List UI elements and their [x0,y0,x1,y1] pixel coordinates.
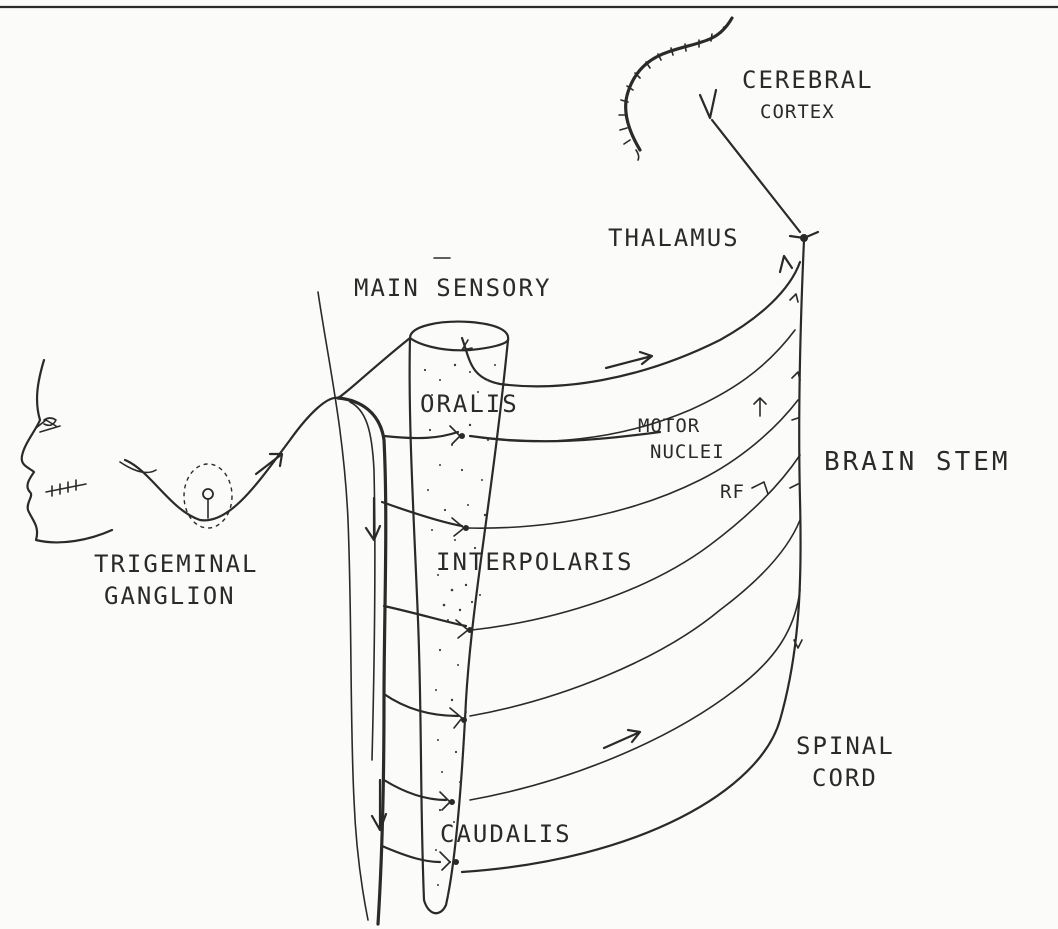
label-main-sensory: MAIN SENSORY [354,274,551,302]
tract-arrow-upper [366,498,380,540]
motor-nuclei-terminal [754,398,766,416]
label-brain-stem: BRAIN STEM [824,447,1011,477]
trigeminal-ganglion-drawing [184,464,232,528]
label-interpolaris: INTERPOLARIS [436,548,633,576]
label-motor: MOTOR [638,415,700,437]
label-trigeminal: TRIGEMINAL [94,550,259,578]
primary-afferent-fiber [125,338,410,520]
label-rf: RF [720,481,745,503]
label-cerebral: CEREBRAL [742,66,874,94]
label-cord: CORD [812,764,878,792]
label-cortex: CORTEX [760,101,835,123]
afferent-arrow [256,454,282,474]
cerebral-cortex-drawing [619,18,732,160]
label-nuclei: NUCLEI [650,441,725,463]
brainstem-left-edge [318,292,368,920]
ascending-fibers [462,262,800,800]
label-ganglion: GANGLION [104,582,236,610]
label-thalamus: THALAMUS [608,224,740,252]
direction-arrow-upper [606,352,652,368]
label-spinal: SPINAL [796,732,895,760]
rf-terminal [752,482,768,494]
cortex-arrow [700,90,716,118]
label-caudalis: CAUDALIS [440,820,572,848]
direction-arrow-lower [604,730,640,748]
label-oralis: ORALIS [420,390,519,418]
thalamocortical-fiber [712,120,800,232]
face-profile-drawing [22,360,156,542]
